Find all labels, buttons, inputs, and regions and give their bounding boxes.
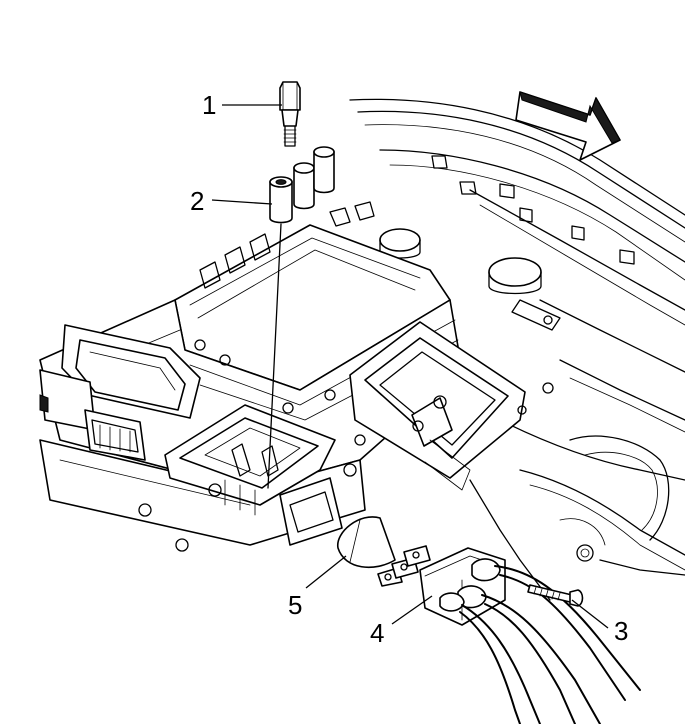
callout-2: 2 <box>190 186 204 216</box>
callout-5: 5 <box>288 590 302 620</box>
callout-3: 3 <box>614 616 628 646</box>
connector-cavity <box>164 404 343 546</box>
front-direction-arrow-icon <box>515 91 621 161</box>
right-connector <box>349 321 554 491</box>
harness-connector-part-4 <box>377 545 641 724</box>
callout-4: 4 <box>370 618 384 648</box>
alignment-line <box>267 223 282 489</box>
vehicle-body-background <box>349 98 685 601</box>
screw-part-3 <box>527 584 584 607</box>
spacer-part-2 <box>269 146 335 224</box>
seal-part-5 <box>337 516 396 568</box>
left-connector-housing <box>39 324 201 461</box>
bolt-part-1 <box>279 81 301 147</box>
leader-lines <box>211 104 609 629</box>
callout-1: 1 <box>202 90 216 120</box>
